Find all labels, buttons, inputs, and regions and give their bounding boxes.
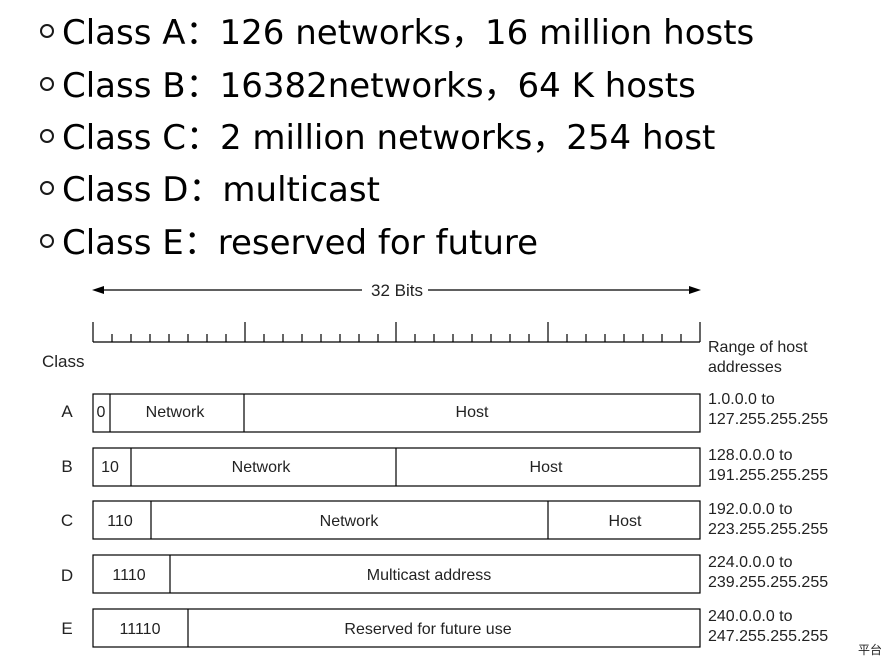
prefix-bits: 11110	[120, 621, 161, 638]
bullet-class-e: Class E：reserved for future	[40, 214, 538, 264]
bullet-class-c: Class C：2 million networks，254 host	[40, 109, 715, 159]
class-d-row: D 1110 Multicast address 224.0.0.0 to 23…	[61, 554, 828, 594]
range-header-line2: addresses	[708, 359, 782, 376]
class-e-row: E 11110 Reserved for future use 240.0.0.…	[61, 608, 828, 648]
range-end: 127.255.255.255	[708, 411, 828, 428]
reserved-field: Reserved for future use	[344, 621, 511, 638]
bits-label: 32 Bits	[371, 281, 423, 300]
range-end: 247.255.255.255	[708, 628, 828, 645]
class-label: A	[61, 402, 73, 421]
prefix-bits: 1110	[112, 567, 145, 584]
range-end: 191.255.255.255	[708, 467, 828, 484]
bits-arrow	[92, 286, 701, 294]
host-field: Host	[456, 404, 489, 421]
circle-bullet-icon	[40, 181, 54, 195]
multicast-field: Multicast address	[367, 567, 492, 584]
network-field: Network	[146, 404, 206, 421]
prefix-bits: 0	[97, 404, 106, 421]
prefix-bits: 10	[101, 459, 119, 476]
host-field: Host	[609, 513, 642, 530]
bullet-text: Class D：multicast	[62, 169, 380, 210]
address-box	[92, 608, 701, 648]
circle-bullet-icon	[40, 129, 54, 143]
bullet-text: Class C：2 million networks，254 host	[62, 117, 716, 158]
range-start: 1.0.0.0 to	[708, 391, 775, 408]
class-b-row: B 10 Network Host 128.0.0.0 to 191.255.2…	[61, 447, 828, 487]
range-start: 224.0.0.0 to	[708, 554, 793, 571]
class-label: D	[61, 566, 73, 585]
circle-bullet-icon	[40, 24, 54, 38]
address-box	[92, 500, 701, 540]
network-field: Network	[320, 513, 380, 530]
range-header-line1: Range of host	[708, 339, 808, 356]
class-label: C	[61, 511, 73, 530]
address-box	[92, 554, 701, 594]
bullet-class-d: Class D：multicast	[40, 161, 380, 211]
class-label: E	[61, 619, 72, 638]
circle-bullet-icon	[40, 234, 54, 248]
range-start: 128.0.0.0 to	[708, 447, 793, 464]
class-header: Class	[42, 352, 85, 371]
corner-text: 平台	[858, 643, 883, 657]
host-field: Host	[530, 459, 563, 476]
class-c-row: C 110 Network Host 192.0.0.0 to 223.255.…	[61, 500, 828, 540]
class-a-row: A 0 Network Host 1.0.0.0 to 127.255.255.…	[61, 391, 828, 433]
prefix-bits: 110	[107, 513, 133, 530]
range-end: 239.255.255.255	[708, 574, 828, 591]
bullet-text: Class E：reserved for future	[62, 222, 539, 263]
bullet-text: Class A：126 networks，16 million hosts	[62, 12, 755, 53]
bullet-class-a: Class A：126 networks，16 million hosts	[40, 4, 754, 54]
bullet-class-b: Class B：16382networks，64 K hosts	[40, 57, 696, 107]
bit-ruler	[92, 322, 701, 343]
bullet-text: Class B：16382networks，64 K hosts	[62, 65, 696, 106]
range-end: 223.255.255.255	[708, 521, 828, 538]
range-start: 240.0.0.0 to	[708, 608, 793, 625]
range-start: 192.0.0.0 to	[708, 501, 793, 518]
circle-bullet-icon	[40, 77, 54, 91]
class-label: B	[61, 457, 72, 476]
network-field: Network	[232, 459, 292, 476]
address-box	[92, 393, 701, 433]
